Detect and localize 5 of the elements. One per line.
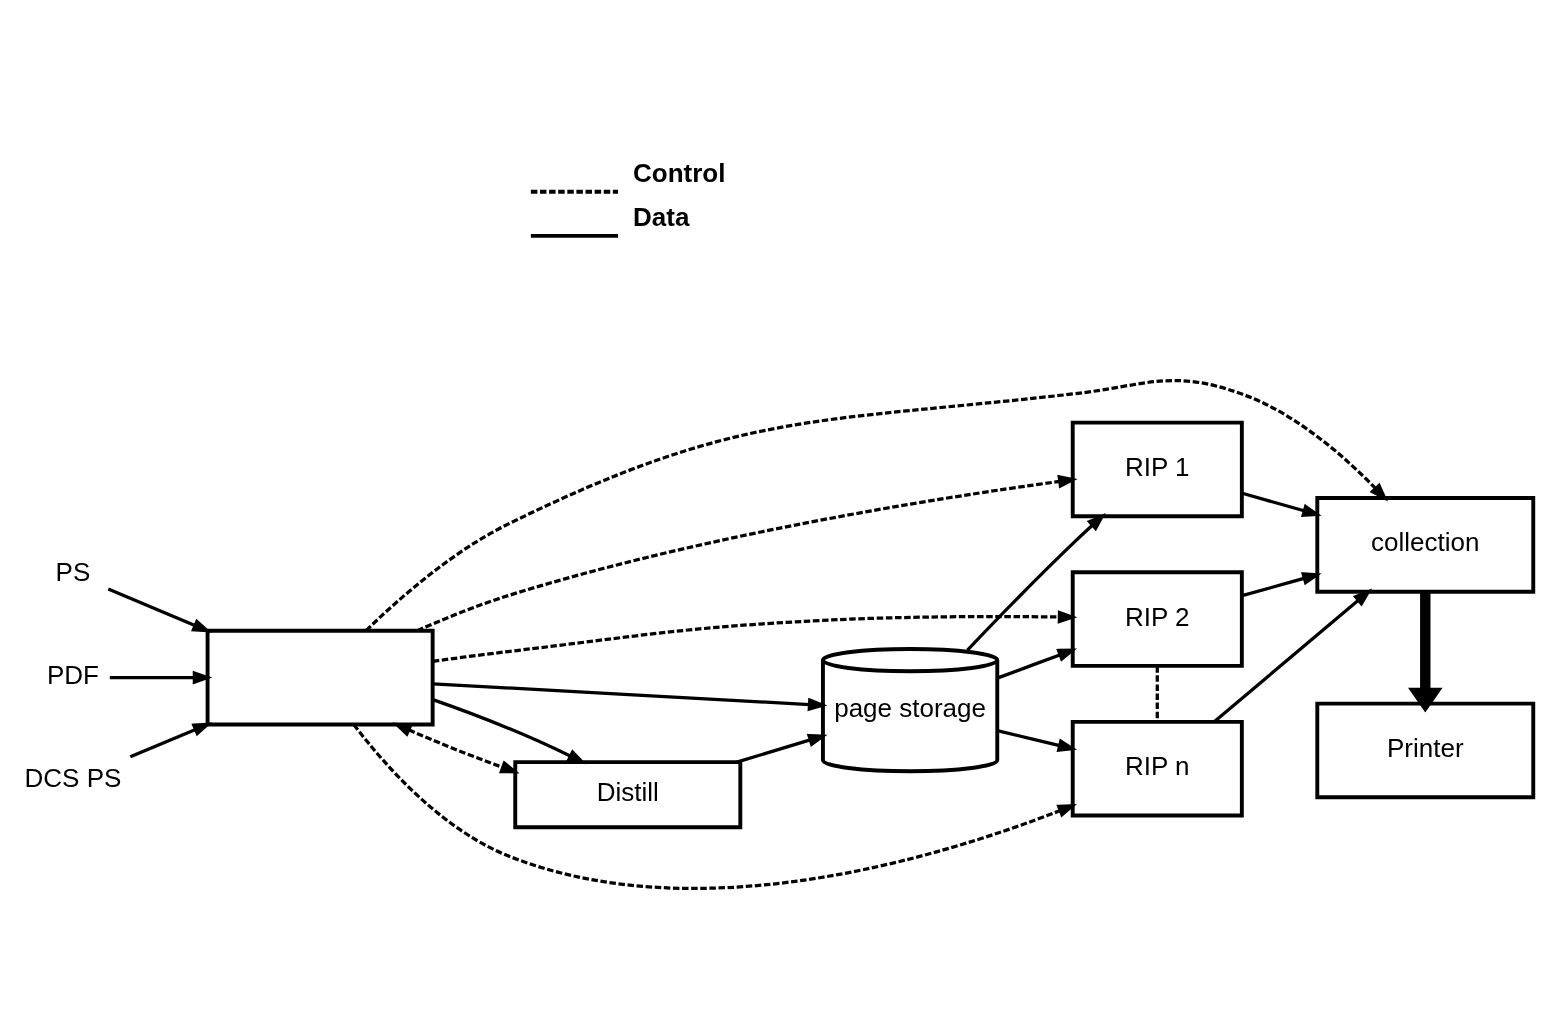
legend-label: Control bbox=[633, 157, 726, 188]
node-text: DCS PS bbox=[24, 762, 122, 793]
node-text: PS bbox=[55, 557, 91, 588]
node-text: PDF bbox=[46, 660, 99, 691]
legend-label: Data bbox=[633, 202, 690, 233]
